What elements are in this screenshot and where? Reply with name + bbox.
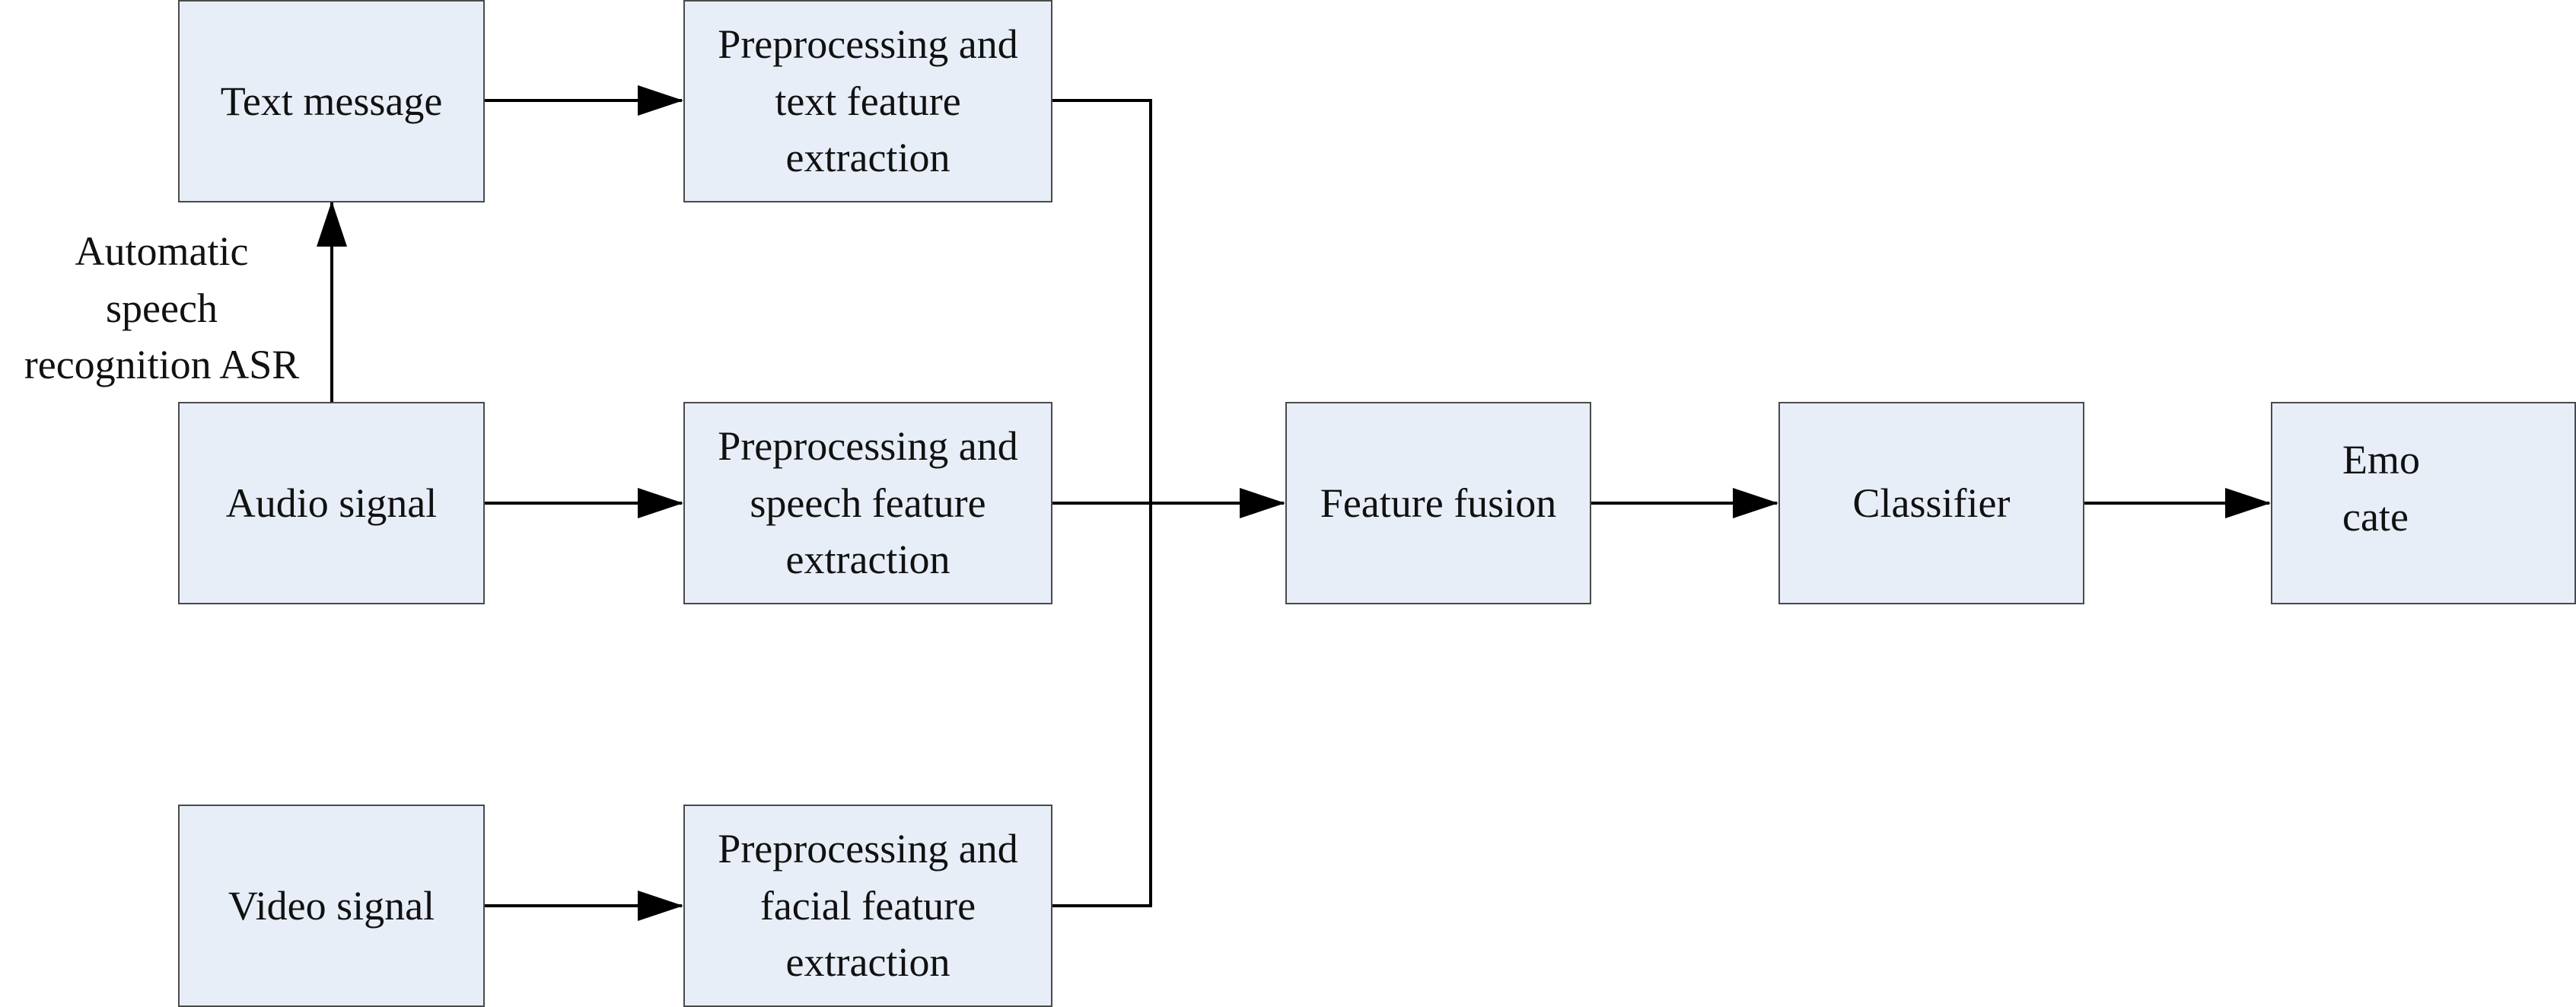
text-preprocessing-box: Preprocessing and text feature extractio… [683, 0, 1052, 202]
text-message-box: Text message [178, 0, 485, 202]
classifier-label: Classifier [1852, 480, 2011, 526]
video-signal-box: Video signal [178, 805, 485, 1007]
classifier-box: Classifier [1778, 402, 2084, 604]
asr-annotation: Automatic speech recognition ASR [24, 228, 300, 388]
facial-preprocessing-box: Preprocessing and facial feature extract… [683, 805, 1052, 1007]
audio-signal-label: Audio signal [225, 480, 438, 526]
video-signal-label: Video signal [228, 882, 435, 929]
feature-fusion-box: Feature fusion [1285, 402, 1591, 604]
text-preprocessing-label: Preprocessing and text feature extractio… [718, 21, 1018, 181]
feature-fusion-label: Feature fusion [1320, 480, 1557, 526]
text-message-label: Text message [220, 78, 443, 124]
emotion-category-box: Emo cate [2271, 402, 2576, 604]
line-facial-preprocessing-to-bus [1052, 503, 1152, 907]
emotion-category-label: Emo cate [2342, 437, 2420, 540]
audio-signal-box: Audio signal [178, 402, 485, 604]
speech-preprocessing-box: Preprocessing and speech feature extract… [683, 402, 1052, 604]
facial-preprocessing-label: Preprocessing and facial feature extract… [718, 826, 1018, 986]
speech-preprocessing-label: Preprocessing and speech feature extract… [718, 423, 1018, 583]
line-text-preprocessing-to-bus [1052, 99, 1152, 503]
